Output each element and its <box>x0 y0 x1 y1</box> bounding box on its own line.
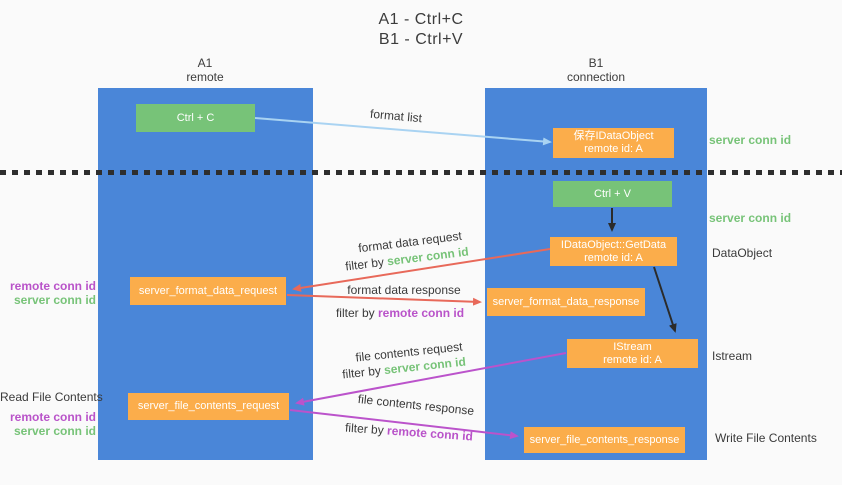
server-format-data-request-label: server_format_data_request <box>138 284 278 297</box>
server-format-data-response-label: server_format_data_response <box>492 295 640 308</box>
read-file-contents-label: Read File Contents <box>0 390 103 404</box>
ctrl-v-box: Ctrl + V <box>553 181 672 207</box>
left-remote-conn-id-2: remote conn id <box>9 410 96 424</box>
save-idataobject-box: 保存IDataObject remote id: A <box>553 128 674 158</box>
istream-box: IStream remote id: A <box>567 339 698 368</box>
server-file-contents-request-box: server_file_contents_request <box>128 393 289 420</box>
server-format-data-response-box: server_format_data_response <box>487 288 645 316</box>
column-b1-role: connection <box>566 70 626 84</box>
istream-line1: IStream <box>613 340 652 353</box>
ctrl-v-label: Ctrl + V <box>594 187 631 200</box>
write-file-contents-label: Write File Contents <box>715 431 817 445</box>
server-format-data-request-box: server_format_data_request <box>130 277 286 305</box>
column-b1-name: B1 <box>588 56 604 70</box>
filter-by-text: filter by <box>335 306 375 320</box>
remote-conn-id-text: remote conn id <box>378 306 465 320</box>
left-server-conn-id-2: server conn id <box>13 424 96 438</box>
arrow-format-data-response <box>286 294 482 306</box>
dataobject-label: DataObject <box>712 246 773 260</box>
getdata-line1: IDataObject::GetData <box>560 238 667 251</box>
filter-by-remote-conn-id-label-1: filter by remote conn id <box>336 306 464 320</box>
save-idataobject-line2: remote id: A <box>584 143 643 155</box>
phase-divider-dotted-line <box>0 170 842 175</box>
column-a1-role: remote <box>186 70 224 84</box>
format-data-response-label: format data response <box>347 283 461 297</box>
left-server-conn-id-1: server conn id <box>13 293 96 307</box>
getdata-line2: remote id: A <box>584 251 643 264</box>
ctrl-c-box: Ctrl + C <box>136 104 255 132</box>
page-title-line1: A1 - Ctrl+C <box>378 11 464 28</box>
arrow-file-contents-response <box>289 409 519 440</box>
column-header-b1: B1 connection <box>546 56 646 84</box>
arrow-file-contents-request <box>295 352 567 406</box>
filter-by-text: filter by <box>344 420 385 438</box>
istream-line2: remote id: A <box>603 353 662 366</box>
getdata-box: IDataObject::GetData remote id: A <box>550 237 677 266</box>
server-file-contents-response-label: server_file_contents_response <box>529 433 680 446</box>
ctrl-c-label: Ctrl + C <box>176 111 215 124</box>
arrow-format-data-request <box>292 248 551 292</box>
arrow-getdata-to-istream <box>653 266 677 333</box>
arrow-format-list <box>254 117 552 146</box>
istream-side-label: Istream <box>712 349 753 363</box>
page-title-line2: B1 - Ctrl+V <box>378 31 464 48</box>
server-file-contents-request-label: server_file_contents_request <box>137 400 280 412</box>
column-a1-name: A1 <box>197 56 213 70</box>
right-server-conn-id-1: server conn id <box>709 133 792 147</box>
server-file-contents-response-box: server_file_contents_response <box>524 427 685 453</box>
column-header-a1: A1 remote <box>155 56 255 84</box>
save-idataobject-line1: 保存IDataObject <box>573 130 654 142</box>
right-server-conn-id-2: server conn id <box>709 211 792 225</box>
left-remote-conn-id-1: remote conn id <box>9 279 96 293</box>
